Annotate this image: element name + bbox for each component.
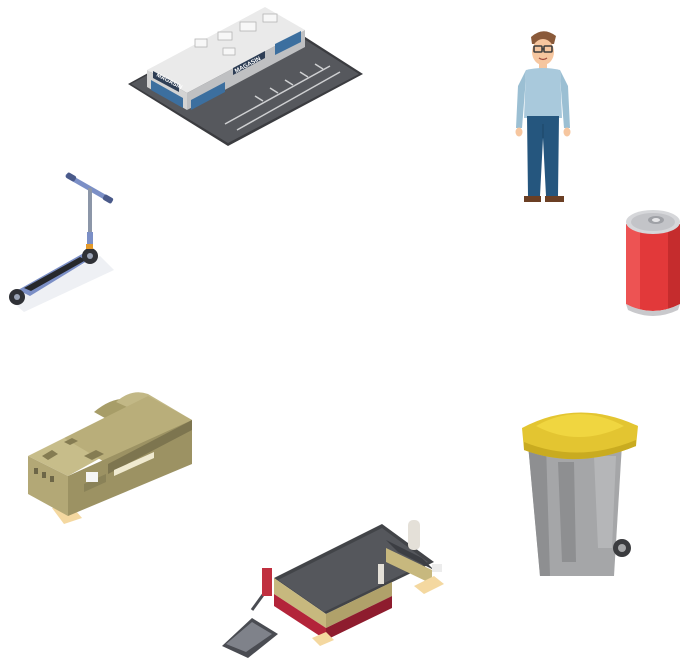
store-sign-front — [153, 71, 179, 92]
warehouse-illustration — [28, 392, 192, 524]
left-shoe — [524, 196, 541, 202]
plant-side-wall — [326, 582, 392, 628]
plant-base — [274, 594, 326, 640]
plant-front-wall — [274, 578, 326, 628]
can-bottom — [626, 304, 680, 316]
shirt — [524, 68, 562, 118]
scooter-shadow — [10, 256, 114, 312]
man-illustration — [515, 31, 571, 202]
waste-bin-illustration — [522, 412, 638, 576]
parking-lines — [224, 63, 341, 131]
plant-annex — [386, 548, 432, 584]
chimney — [262, 568, 272, 596]
trousers — [527, 116, 559, 196]
neck — [539, 63, 547, 69]
right-shoe — [545, 196, 564, 202]
hair — [531, 31, 556, 44]
glasses-icon — [533, 45, 553, 53]
roof-units — [194, 13, 278, 56]
industrial-plant-illustration — [222, 520, 444, 658]
right-arm — [560, 70, 570, 128]
right-hand — [563, 127, 571, 137]
store-building-illustration: MAGASIN MAGASIN — [128, 7, 363, 146]
scooter-illustration — [9, 172, 114, 312]
soda-can-illustration — [626, 210, 680, 316]
store-sign-top — [233, 51, 265, 75]
silo — [408, 520, 420, 550]
warehouse-roof — [64, 396, 192, 464]
plant-entrance-mat — [312, 632, 334, 646]
warehouse-windows — [34, 468, 54, 482]
left-hand — [515, 127, 523, 137]
store-windows — [151, 80, 183, 108]
left-arm — [516, 70, 526, 128]
silo-small — [378, 564, 384, 584]
roof-vents — [42, 438, 104, 460]
